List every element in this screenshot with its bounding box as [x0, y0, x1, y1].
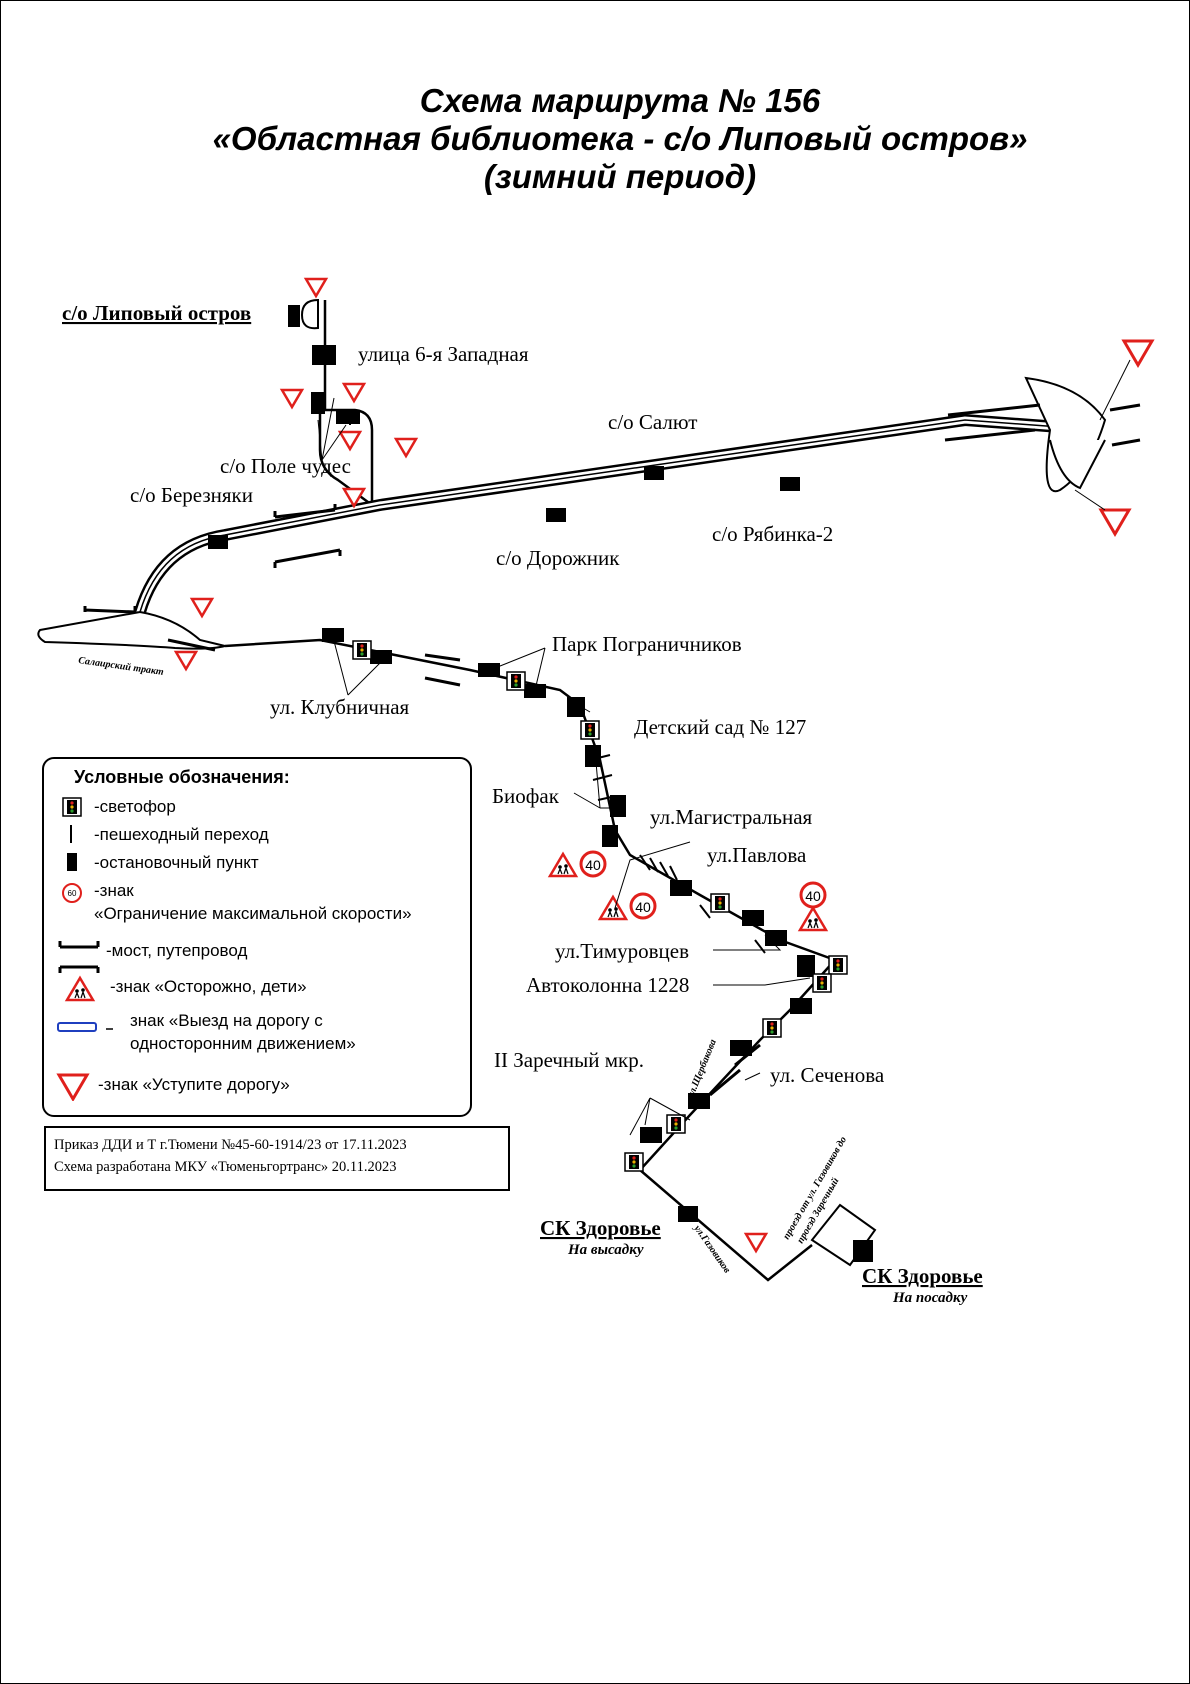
- stop-sublabel-sk-board: На посадку: [892, 1290, 968, 1306]
- title-line-1: Схема маршрута № 156: [419, 82, 821, 119]
- legend-title: Условные обозначения:: [74, 767, 290, 787]
- stop-label-klubnichnaya: ул. Клубничная: [270, 695, 410, 719]
- title-line-3: (зимний период): [483, 158, 757, 195]
- road-salairsky: [37, 610, 226, 650]
- stop-label-pole-chudes: с/о Поле чудес: [220, 454, 351, 478]
- stop-label-zarechny: II Заречный мкр.: [494, 1048, 644, 1072]
- speed-limit-signs: 40 40 40: [579, 850, 827, 920]
- road-north-loop: [300, 298, 319, 330]
- stop-label-avtokolonna: Автоколонна 1228: [526, 973, 689, 997]
- svg-text:40: 40: [805, 888, 821, 904]
- title-line-2: «Областная библиотека - с/о Липовый остр…: [212, 120, 1028, 157]
- order-line-1: Приказ ДДИ и Т г.Тюмени №45-60-1914/23 о…: [54, 1137, 407, 1153]
- legend-crossing: -пешеходный переход: [94, 825, 269, 844]
- map-title: Схема маршрута № 156 «Областная библиоте…: [120, 82, 1120, 196]
- legend-oneway-icon: [57, 1022, 113, 1032]
- road-pole-chudes-link: [318, 408, 373, 507]
- legend-yield-icon: [57, 1073, 89, 1101]
- legend-bridge-icon: [58, 941, 100, 973]
- stop-label-magistralnaya: ул.Магистральная: [650, 805, 813, 829]
- stop-label-zapadnaya: улица 6-я Западная: [358, 342, 529, 366]
- stop-label-sechenova: ул. Сеченова: [770, 1063, 885, 1087]
- speed-limit-sign-3: 40: [799, 881, 827, 909]
- sign-pointer-lines: [1074, 359, 1131, 511]
- order-line-2: Схема разработана МКУ «Тюменьгортранс» 2…: [54, 1159, 397, 1175]
- legend-children: -знак «Осторожно, дети»: [110, 977, 307, 996]
- road-main-diagonal-centre: [139, 419, 1101, 613]
- stop-label-detsad: Детский сад № 127: [634, 715, 806, 739]
- legend-oneway-2: односторонним движением»: [130, 1034, 356, 1053]
- legend-bridge: -мост, путепровод: [106, 941, 248, 960]
- stop-label-timurovtsev: ул.Тимуровцев: [555, 939, 689, 963]
- legend-oneway-1: знак «Выезд на дорогу с: [130, 1011, 323, 1030]
- legend-yield: -знак «Уступите дорогу»: [98, 1075, 290, 1094]
- roundabout-east-lower: [1049, 439, 1106, 490]
- svg-text:40: 40: [585, 857, 601, 873]
- stop-label-salyut: с/о Салют: [608, 410, 698, 434]
- stop-markers: [208, 305, 873, 1262]
- legend-speed-sign-1: -знак: [94, 881, 134, 900]
- legend-traffic-light-icon: [62, 797, 82, 817]
- stop-label-lipovy: с/о Липовый остров: [62, 301, 251, 325]
- stop-label-pavlova: ул.Павлова: [707, 843, 807, 867]
- speed-limit-sign-1: 40: [579, 850, 607, 878]
- order-box: Приказ ДДИ и Т г.Тюмени №45-60-1914/23 о…: [44, 1126, 510, 1191]
- leader-lines: [317, 397, 811, 1136]
- stop-label-sk-drop: СК Здоровье: [540, 1216, 661, 1240]
- street-label-salairsky: Салаирский тракт: [78, 655, 165, 678]
- legend-stop: -остановочный пункт: [94, 853, 259, 872]
- stop-label-biofak: Биофак: [492, 784, 560, 808]
- bridges: [83, 403, 1141, 1097]
- svg-text:60: 60: [68, 889, 77, 898]
- stop-label-park: Парк Пограничников: [552, 632, 742, 656]
- legend: Условные обозначения: -светофор -пешеход…: [42, 757, 472, 1117]
- svg-text:40: 40: [635, 899, 651, 915]
- stop-sublabel-sk-drop: На высадку: [567, 1242, 644, 1258]
- legend-children-icon: [65, 976, 95, 1002]
- legend-traffic-light: -светофор: [94, 797, 176, 816]
- legend-speed-sign-icon: 60: [62, 883, 82, 903]
- stop-label-dorozhnik: с/о Дорожник: [496, 546, 620, 570]
- legend-speed-sign-2: «Ограничение максимальной скорости»: [94, 904, 412, 923]
- legend-stop-icon: [67, 853, 77, 871]
- speed-limit-sign-2: 40: [629, 892, 657, 920]
- legend-crossing-icon: [70, 825, 72, 843]
- stop-label-bereznyaki: с/о Березняки: [130, 483, 253, 507]
- stop-label-sk-board: СК Здоровье: [862, 1264, 983, 1288]
- stop-label-ryabinka: с/о Рябинка-2: [712, 522, 833, 546]
